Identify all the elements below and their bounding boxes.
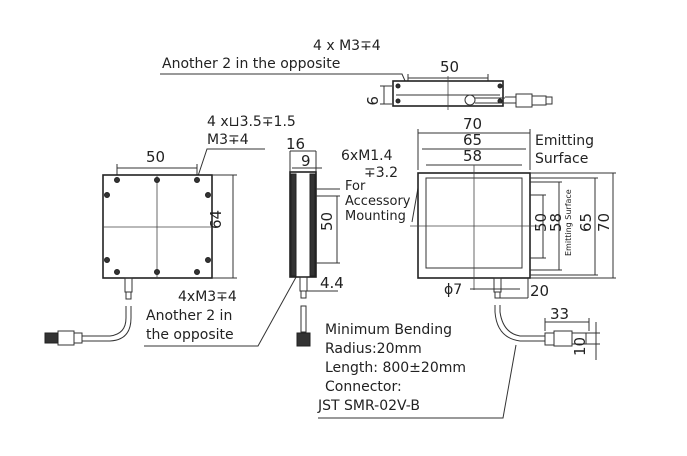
side-view: 16 9 50 4.4 6xM1.4 ∓3.2 For Accessory Mo… <box>286 135 419 347</box>
mount-spec-2: ∓3.2 <box>364 165 398 181</box>
mount-note-3: Mounting <box>345 209 406 224</box>
front-view: 70 65 58 Emitting Surface 50 58 Emitting… <box>410 115 616 360</box>
top-screw-spec: 4 x M3∓4 <box>313 38 381 54</box>
emitting-label-2: Surface <box>535 151 588 167</box>
back-dim-width: 50 <box>146 148 165 166</box>
back-screw-spec: 4xM3∓4 <box>178 289 237 305</box>
front-dim-phi7: ϕ7 <box>444 282 462 298</box>
front-dim-65: 65 <box>463 131 482 149</box>
back-screw-note-2: the opposite <box>146 327 234 343</box>
back-dim-height: 64 <box>207 210 225 229</box>
front-vdim-58: 58 <box>547 213 565 232</box>
conn-dim-10: 10 <box>571 337 589 356</box>
back-hole-spec2: M3∓4 <box>207 132 249 148</box>
front-dim-70: 70 <box>463 115 482 133</box>
mount-note-1: For <box>345 179 366 194</box>
top-dim-height: 9 <box>363 96 381 106</box>
cable-note-line2: Radius:20mm <box>325 341 422 357</box>
front-vdim-65: 65 <box>577 213 595 232</box>
front-vdim-50: 50 <box>532 213 550 232</box>
front-vdim-emitting: Emitting Surface <box>564 189 573 256</box>
front-vdim-70: 70 <box>595 213 613 232</box>
mount-spec-1: 6xM1.4 <box>341 148 393 164</box>
top-view: 4 x M3∓4 Another 2 in the opposite 50 9 <box>160 38 553 110</box>
cable-notes: Minimum Bending Radius:20mm Length: 800±… <box>317 322 517 419</box>
emitting-label-1: Emitting <box>535 133 594 149</box>
mount-note-2: Accessory <box>345 194 411 209</box>
back-housing <box>102 174 213 279</box>
front-dim-20: 20 <box>530 282 549 300</box>
back-screw-note-1: Another 2 in <box>146 308 232 324</box>
top-screw-note: Another 2 in the opposite <box>162 56 340 72</box>
side-dim-16: 16 <box>286 135 305 153</box>
top-dim-width: 50 <box>440 58 459 76</box>
cable-note-line3: Length: 800±20mm <box>325 360 466 376</box>
back-hole-spec: 4 x⊔3.5∓1.5 <box>207 114 296 130</box>
side-dim-50: 50 <box>318 212 336 231</box>
cable-note-line1: Minimum Bending <box>325 322 452 338</box>
cable-note-line4: Connector: <box>325 379 402 395</box>
cable-note-line5: JST SMR-02V-B <box>317 398 420 414</box>
side-dim-9: 9 <box>301 152 311 170</box>
back-view: 4 x⊔3.5∓1.5 M3∓4 50 64 4xM3∓4 Another 2 … <box>44 114 301 347</box>
front-dim-58: 58 <box>463 147 482 165</box>
side-dim-4-4: 4.4 <box>320 274 344 292</box>
conn-dim-33: 33 <box>550 305 569 323</box>
